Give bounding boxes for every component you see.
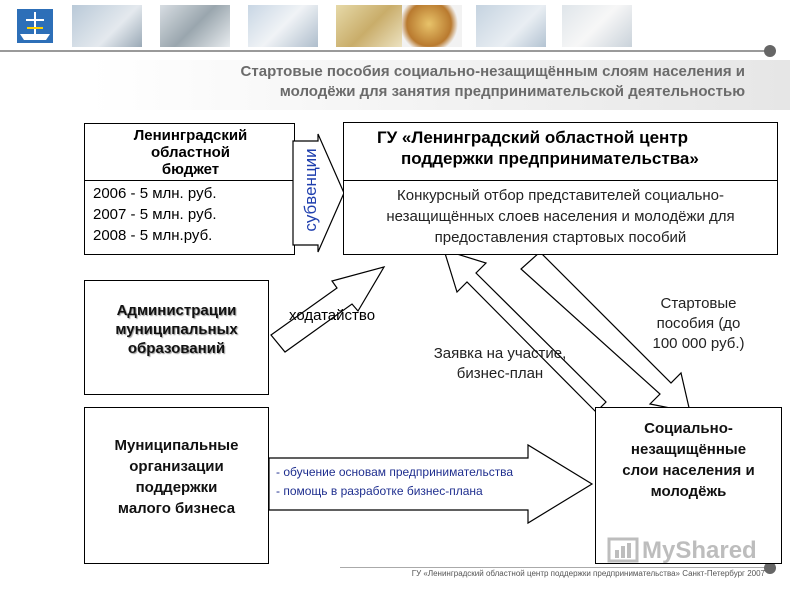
footer-text: ГУ «Ленинградский областной центр поддер…	[411, 569, 765, 578]
administrations-line-1: Администрации	[116, 302, 237, 319]
target-line-2: незащищённые	[630, 441, 747, 458]
support-center-title-line-1: ГУ «Ленинградский областной центр	[377, 128, 689, 147]
administrations-line-2: муниципальных	[115, 321, 238, 338]
subventions-arrow	[292, 133, 345, 253]
services-list: - обучение основам предпринимательства -…	[276, 463, 513, 501]
application-label: Заявка на участие, бизнес-план	[410, 344, 590, 384]
title-line-2: молодёжи для занятия предпринимательской…	[279, 83, 745, 100]
administrations-line-3: образований	[127, 340, 226, 357]
budget-row-2007: 2007 - 5 млн. руб.	[93, 206, 217, 223]
service-training: - обучение основам предпринимательства	[276, 465, 514, 479]
watermark-text: MyShared	[642, 537, 757, 564]
budget-row-2006: 2006 - 5 млн. руб.	[93, 185, 217, 202]
services-arrow	[268, 443, 594, 525]
target-line-4: молодёжь	[650, 483, 727, 500]
budget-row-2008: 2008 - 5 млн.руб.	[93, 227, 213, 244]
title-band	[90, 60, 790, 110]
handshake-photo	[160, 5, 230, 47]
municipal-line-3: поддержки	[135, 479, 218, 496]
target-line-1: Социально-	[644, 420, 733, 437]
watermark: MyShared	[606, 536, 757, 566]
coat-of-arms-icon	[15, 7, 55, 45]
application-label-line-2: бизнес-план	[456, 365, 544, 382]
grants-label-line-2: пособия (до	[656, 315, 741, 332]
support-center-title-line-2: поддержки предпринимательства»	[401, 149, 699, 168]
globe-photo	[402, 5, 462, 47]
grants-label: Стартовые пособия (до 100 000 руб.)	[636, 294, 761, 354]
support-center-title: ГУ «Ленинградский областной центр поддер…	[344, 127, 777, 181]
petition-arrow	[270, 266, 386, 353]
budget-title-line-1: Ленинградский	[133, 127, 248, 144]
municipal-line-2: организации	[129, 458, 224, 475]
service-business-plan: - помощь в разработке бизнес-плана	[276, 484, 483, 498]
municipal-line-4: малого бизнеса	[117, 500, 236, 517]
footer-rule-dot	[764, 562, 776, 574]
administrations-box: Администрации муниципальных образований	[84, 280, 269, 395]
business-photo	[248, 5, 318, 47]
header-rule	[0, 50, 770, 52]
selection-description: Конкурсный отбор представителей социальн…	[344, 185, 777, 248]
petition-label: ходатайство	[289, 307, 376, 324]
application-arrow	[443, 249, 607, 413]
grants-label-line-3: 100 000 руб.)	[652, 335, 745, 352]
header-rule-dot	[764, 45, 776, 57]
budget-box: Ленинградский областной бюджет 2006 - 5 …	[84, 123, 296, 255]
budget-rows: 2006 - 5 млн. руб. 2007 - 5 млн. руб. 20…	[93, 183, 217, 246]
footer-rule	[340, 567, 770, 568]
watermark-logo-icon	[607, 537, 639, 563]
selection-description-line-2: незащищённых слоев населения и молодёжи …	[386, 208, 735, 225]
application-label-line-1: Заявка на участие,	[433, 345, 567, 362]
coins-photo	[336, 5, 406, 47]
budget-title-line-3: бюджет	[161, 161, 220, 178]
header-strip	[0, 0, 800, 50]
municipal-line-1: Муниципальные	[114, 437, 239, 454]
title-line-1: Стартовые пособия социально-незащищённым…	[240, 63, 745, 80]
budget-title: Ленинградский областной бюджет	[85, 127, 296, 181]
support-center-box: ГУ «Ленинградский областной центр поддер…	[343, 122, 778, 255]
municipal-organizations-box: Муниципальные организации поддержки мало…	[84, 407, 269, 564]
people-photo	[72, 5, 142, 47]
office-photo	[476, 5, 546, 47]
target-line-3: слои населения и	[622, 462, 755, 479]
grants-label-line-1: Стартовые	[660, 295, 737, 312]
selection-description-line-1: Конкурсный отбор представителей социальн…	[396, 187, 725, 204]
money-photo	[562, 5, 632, 47]
selection-description-line-3: предоставления стартовых пособий	[434, 229, 687, 246]
page-title: Стартовые пособия социально-незащищённым…	[100, 62, 745, 102]
budget-title-line-2: областной	[150, 144, 231, 161]
subventions-label: субвенции	[301, 148, 320, 232]
